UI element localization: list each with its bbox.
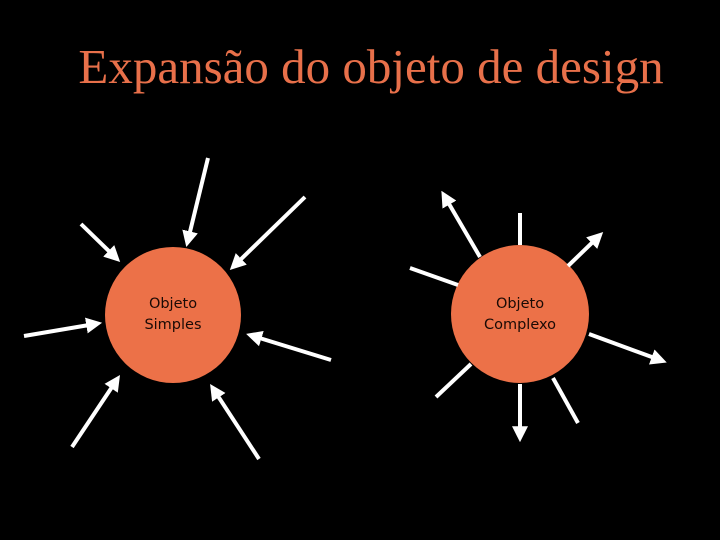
arrow-icon [441,190,482,259]
slide-title: Expansão do objeto de design [78,39,664,94]
arrow-icon [70,375,120,449]
simple-object-circle [105,247,241,383]
arrow-icon [210,383,261,461]
label-line: Simples [144,317,202,333]
line-icon [434,362,473,399]
arrow-icon [229,195,307,271]
arrow-icon [246,330,332,362]
simple-object-label: Objeto Simples [103,294,243,336]
inward-arrows [23,157,332,461]
label-line: Objeto [148,296,198,312]
arrow-icon [588,332,667,365]
simple-object [23,157,332,461]
complex-object-circle [451,245,589,383]
arrow-icon [182,157,210,247]
line-icon [551,377,580,424]
arrow-icon [566,231,604,268]
label-line: Objeto [495,296,545,312]
line-icon [409,266,459,287]
outward-arrows [409,190,667,443]
complex-object-label: Objeto Complexo [450,294,590,336]
arrow-icon [23,317,103,338]
complex-object [409,190,667,443]
arrow-icon [79,222,121,263]
label-line: Complexo [483,317,557,333]
